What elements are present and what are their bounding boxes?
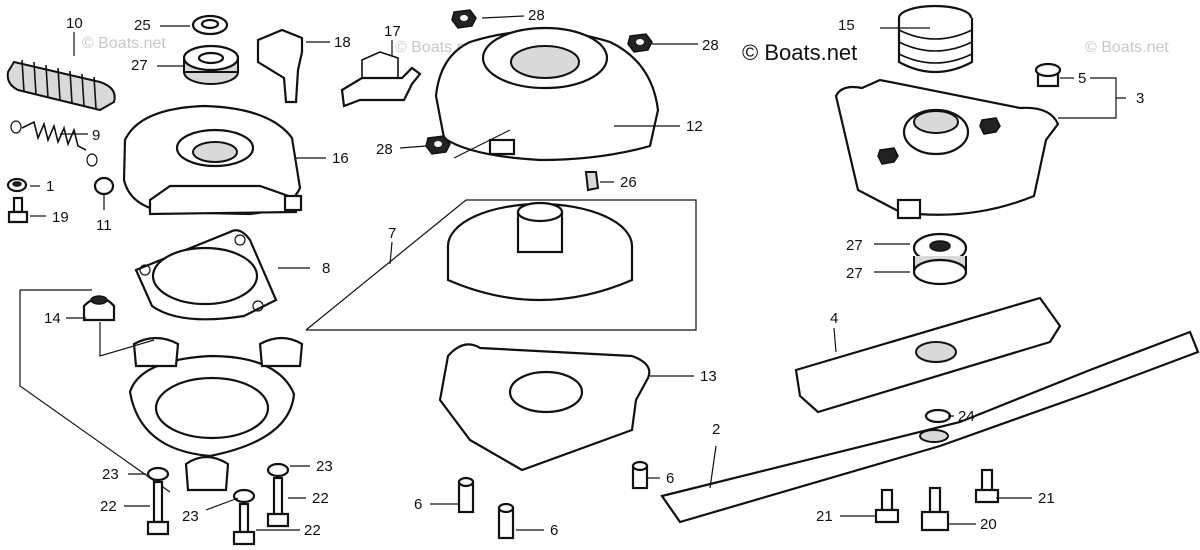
bolt-part-22-lower [232, 488, 256, 546]
bushing-part-5 [1034, 62, 1062, 88]
callout-5: 5 [1078, 70, 1086, 87]
callout-10: 10 [66, 15, 83, 32]
lever-part-17 [340, 51, 422, 108]
bolt-part-21-right [974, 468, 1000, 504]
plate-part-13 [438, 343, 651, 472]
callout-3: 3 [1136, 90, 1144, 107]
callout-22: 22 [304, 522, 321, 539]
callout-22: 22 [312, 490, 329, 507]
callout-8: 8 [322, 260, 330, 277]
callout-12: 12 [686, 118, 703, 135]
bolt-part-21-left [874, 488, 900, 524]
callout-23: 23 [182, 508, 199, 525]
callout-27: 27 [846, 265, 863, 282]
blade-part-2 [660, 330, 1200, 524]
callout-21: 21 [816, 508, 833, 525]
callout-11: 11 [96, 217, 112, 234]
callout-7: 7 [388, 225, 396, 242]
bearing-part-27-lower [912, 256, 968, 286]
bellows-part-15 [897, 4, 974, 73]
bolt-part-22-left [146, 466, 170, 536]
callout-25: 25 [134, 17, 151, 34]
callout-27: 27 [131, 57, 148, 74]
bolt-part-22-right [266, 462, 290, 528]
callout-4: 4 [830, 310, 838, 327]
stud-part-6-left [457, 476, 475, 514]
bearing-part-27-top [182, 44, 240, 85]
callout-20: 20 [980, 516, 997, 533]
bracket-part-18 [256, 28, 304, 104]
washer-part-25-hole [200, 18, 220, 30]
callout-13: 13 [700, 368, 717, 385]
callout-27: 27 [846, 237, 863, 254]
tension-spring-part [10, 120, 98, 167]
washer-part-1-hole [12, 181, 22, 187]
watermark-ghost-left: © Boats.net [82, 35, 166, 52]
callout-23: 23 [102, 466, 119, 483]
callout-6: 6 [666, 470, 674, 487]
callout-24: 24 [958, 408, 975, 425]
callout-17: 17 [384, 23, 401, 40]
callout-28: 28 [376, 141, 393, 158]
watermark-main: © Boats.net [742, 40, 857, 65]
washer-part-24 [924, 408, 952, 424]
callout-6: 6 [550, 522, 558, 539]
callout-18: 18 [334, 34, 351, 51]
blade-adapter-part-4 [794, 296, 1062, 414]
spring-coil-part [6, 59, 116, 112]
adapter-plate-part-3 [834, 78, 1060, 220]
blade-part-2-center [919, 429, 949, 443]
callout-28: 28 [528, 7, 545, 24]
pulley-part-7 [446, 201, 634, 302]
callout-22: 22 [100, 498, 117, 515]
callout-2: 2 [712, 421, 720, 438]
nut-part-28-left [425, 135, 451, 155]
callout-26: 26 [620, 174, 637, 191]
nut-part-28-top [451, 9, 477, 29]
watermark-ghost-right: © Boats.net [1085, 39, 1169, 56]
callout-21: 21 [1038, 490, 1055, 507]
callout-19: 19 [52, 209, 69, 226]
stud-part-6-right [631, 460, 649, 490]
brake-housing-part-16 [122, 104, 303, 216]
key-part-26 [584, 171, 600, 192]
callout-9: 9 [92, 127, 100, 144]
callout-14: 14 [44, 310, 61, 327]
nut-part-28-right [627, 33, 653, 53]
cover-part-12 [434, 26, 660, 162]
mounting-plate-part-7 [128, 336, 304, 492]
bracket-line-7 [19, 199, 697, 493]
callout-28: 28 [702, 37, 719, 54]
stud-part-6-bottom [497, 502, 515, 540]
mount-part-14 [82, 295, 116, 322]
grommet-part-11 [93, 176, 115, 196]
leader-lines [30, 15, 1126, 531]
bolt-part-20 [920, 486, 950, 532]
callout-15: 15 [838, 17, 855, 34]
callout-16: 16 [332, 150, 349, 167]
gasket-part-8 [134, 229, 278, 321]
bolt-part-19 [7, 196, 29, 224]
callout-6: 6 [414, 496, 422, 513]
callout-23: 23 [316, 458, 333, 475]
callout-1: 1 [46, 178, 54, 195]
